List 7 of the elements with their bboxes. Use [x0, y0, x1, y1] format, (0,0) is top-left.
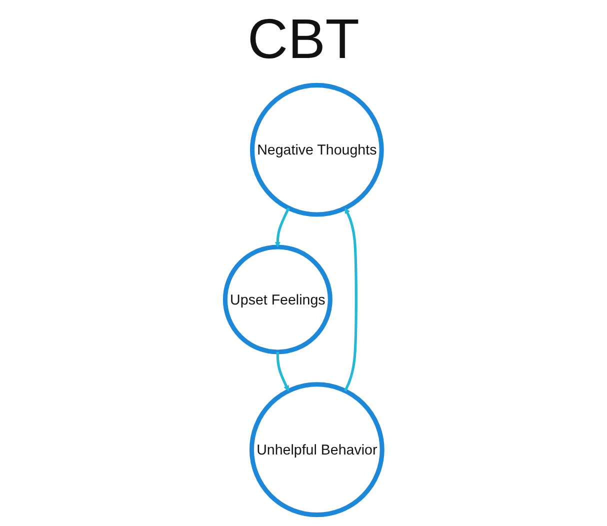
diagram-title: CBT: [248, 6, 360, 71]
node-circle: Unhelpful Behavior: [249, 382, 384, 518]
arrow: [344, 208, 358, 392]
node-circle: Negative Thoughts: [250, 82, 384, 217]
node-circle: Upset Feelings: [222, 244, 332, 354]
arrow: [276, 352, 289, 392]
arrow: [274, 207, 290, 248]
